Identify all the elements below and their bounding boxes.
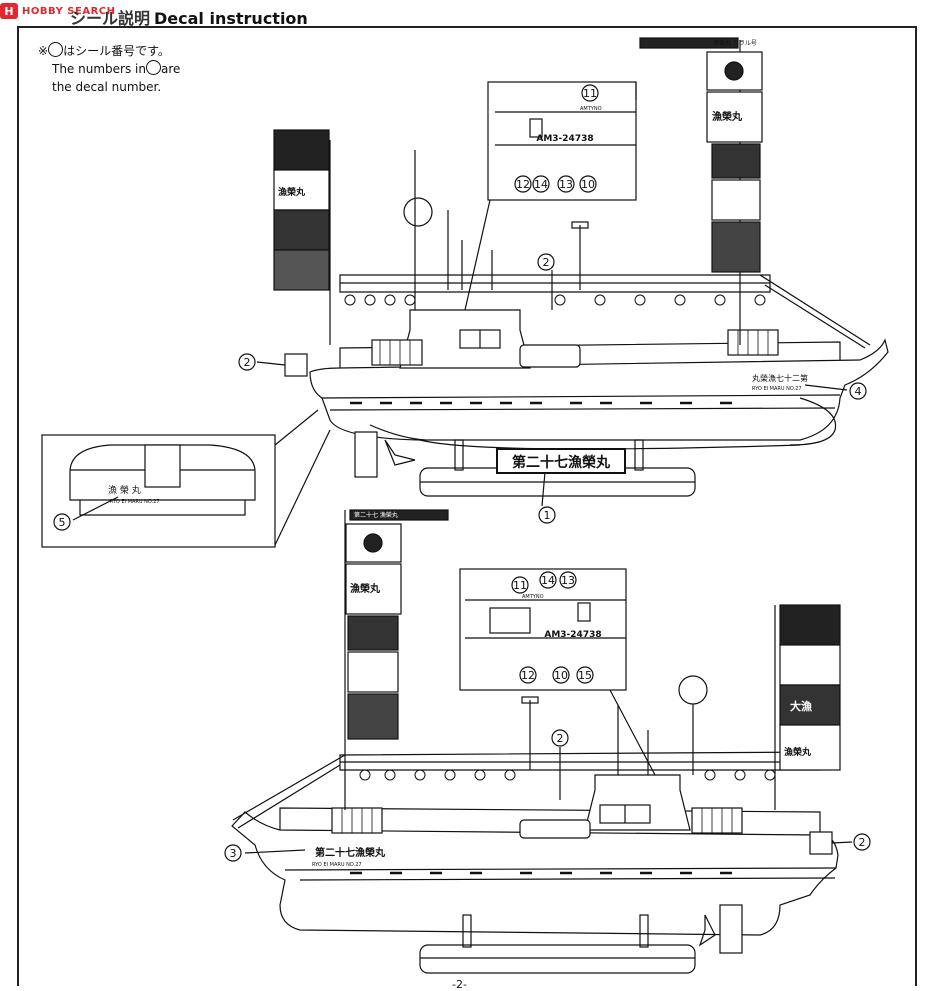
svg-text:12: 12 [521,669,535,682]
callout-2: 2 [537,253,555,271]
note-text-en-c: the decal number. [52,80,162,94]
callout-5: 5 [53,513,71,531]
callout-10: 10 [552,666,570,684]
upper-flag-name-2: 漁榮丸 [278,186,306,198]
callout-2: 2 [853,833,871,851]
upper-flags-left [273,129,330,291]
circle-icon [145,60,161,75]
decal-note: ※ はシール番号です。 The numbers in are the decal n… [38,42,180,96]
note-line-2: The numbers in are [38,60,180,78]
stern-name: 漁 榮 丸 [108,484,141,496]
svg-text:12: 12 [516,178,530,191]
note-mark: ※ [38,44,49,58]
callout-15: 15 [576,666,594,684]
title-en: Decal instruction [154,9,308,28]
svg-text:1: 1 [544,509,551,522]
watermark-text: HOBBY SEARCH [22,5,116,17]
stand-plate-decal [496,448,626,474]
callout-4: 4 [849,382,867,400]
svg-text:2: 2 [543,256,550,269]
svg-text:10: 10 [581,178,595,191]
svg-text:10: 10 [554,669,568,682]
title-jp: シール説明 [70,9,151,28]
callout-2: 2 [238,353,256,371]
lower-flags-right [779,604,841,771]
callout-13: 13 [559,571,577,589]
lower-bow-roman: RYO EI MARU NO.27 [312,862,362,868]
callout-14: 14 [539,571,557,589]
upper-banner-label: 漁榮丸 ヨラル号 [713,39,757,47]
upper-callouts: 1 2 2 4 5 11 12 14 13 10 [53,84,867,531]
callout-14: 14 [532,175,550,193]
callout-13: 13 [557,175,575,193]
callout-11: 11 [511,576,529,594]
svg-text:2: 2 [244,356,251,369]
upper-bow-name: 丸榮漁七十二第 [752,373,808,383]
callout-12: 12 [514,175,532,193]
note-text-en-a: The numbers in [52,62,146,76]
note-line-3: the decal number. [38,78,180,96]
svg-text:2: 2 [859,836,866,849]
circle-icon [48,42,64,57]
lower-flag-name-3: 漁榮丸 [784,746,812,758]
watermark: H HOBBY SEARCH [0,0,150,22]
svg-text:4: 4 [855,385,862,398]
note-line-1: ※ はシール番号です。 [38,42,180,60]
upper-hull [309,338,889,441]
svg-text:11: 11 [583,87,597,100]
callout-11: 11 [581,84,599,102]
lower-wheelhouse-inset [459,568,627,691]
upper-reg-number: AM3-24738 [536,134,593,144]
watermark-logo-icon: H [0,3,18,19]
lower-bow-name: 第二十七漁榮丸 [315,846,386,859]
svg-text:11: 11 [513,579,527,592]
svg-text:3: 3 [230,847,237,860]
upper-wheelhouse [399,309,531,369]
callout-10: 10 [579,175,597,193]
stand-plate-text: 第二十七漁榮丸 [512,454,611,471]
upper-bow-roman: RYO EI MARU NO.27 [752,386,802,392]
svg-text:15: 15 [578,669,592,682]
lower-stand-base [419,944,696,974]
lower-callouts: 3 2 2 11 14 13 12 10 15 [224,571,871,862]
note-text-jp: はシール番号です。 [63,44,170,58]
lower-reg-number: AM3-24738 [544,630,601,640]
lower-ship [231,509,853,974]
upper-ship [41,37,889,548]
lower-banner-label: 第二十七 漁榮丸 [354,511,398,519]
upper-port-name: AMTYNO [580,106,602,112]
callout-12: 12 [519,666,537,684]
svg-text:13: 13 [561,574,575,587]
stern-roman: RYO EI MARU NO.27 [110,499,160,505]
svg-text:14: 14 [534,178,548,191]
note-text-en-b: are [160,62,181,76]
page-frame [17,26,917,986]
callout-1: 1 [538,506,556,524]
upper-flags-right [639,37,763,273]
svg-text:2: 2 [557,732,564,745]
page-number: -2- [452,978,467,991]
lower-port-name: AMTYNO [522,594,544,600]
svg-text:14: 14 [541,574,555,587]
callout-3: 3 [224,844,242,862]
lower-flag-name-1: 漁榮丸 [350,582,381,595]
lower-flags-left [345,509,449,740]
svg-text:5: 5 [59,516,66,529]
upper-flag-name-1: 漁榮丸 [712,110,743,123]
lower-wheelhouse [584,774,691,831]
svg-text:13: 13 [559,178,573,191]
lower-flag-name-2: 大漁 [790,699,812,713]
callout-2: 2 [551,729,569,747]
